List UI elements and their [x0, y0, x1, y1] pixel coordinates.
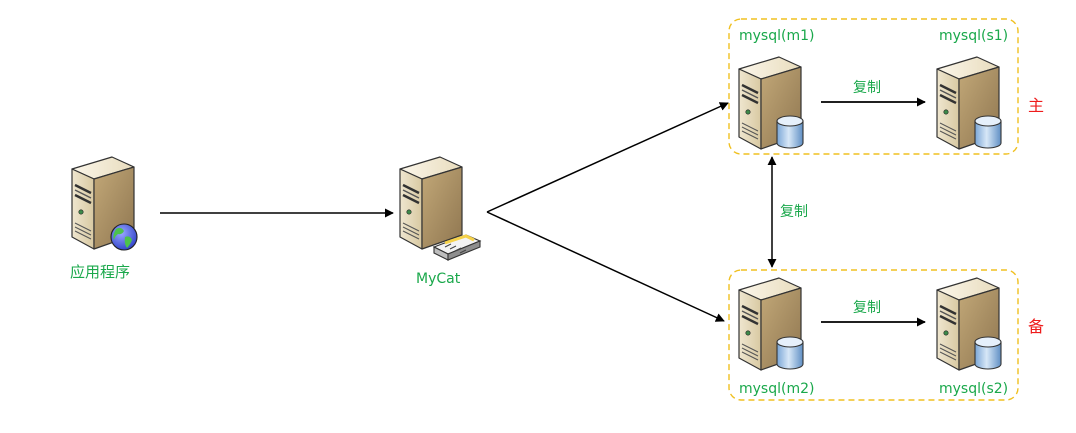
group-label-primary: 主: [1028, 96, 1045, 115]
network-switch-icon: [432, 234, 482, 261]
server-s1-icon[interactable]: [935, 55, 1002, 151]
edge-mycat-to-m2: [486, 211, 725, 322]
globe-icon: [110, 223, 138, 251]
database-icon: [974, 336, 1002, 370]
edge-mycat-to-m1: [486, 102, 729, 213]
group-label-standby: 备: [1028, 317, 1045, 336]
m2-label: mysql(m2): [739, 381, 815, 397]
server-m1-icon[interactable]: [737, 55, 804, 151]
edge-label-m1-m2: 复制: [780, 204, 808, 220]
mycat-server-switch-icon[interactable]: [398, 155, 482, 261]
app-label: 应用程序: [70, 263, 131, 281]
app-server-globe-icon[interactable]: [70, 155, 138, 251]
group-box-primary: [728, 18, 1019, 155]
s1-label: mysql(s1): [939, 28, 1009, 44]
edge-label-m2-s2: 复制: [853, 300, 881, 316]
database-icon: [776, 336, 804, 370]
mycat-label: MyCat: [416, 271, 461, 287]
edge-label-m1-s1: 复制: [853, 80, 881, 96]
group-box-standby: [728, 269, 1019, 401]
server-s2-icon[interactable]: [935, 276, 1002, 372]
database-icon: [974, 115, 1002, 149]
s2-label: mysql(s2): [939, 381, 1009, 397]
database-icon: [776, 115, 804, 149]
server-m2-icon[interactable]: [737, 276, 804, 372]
m1-label: mysql(m1): [739, 28, 815, 44]
